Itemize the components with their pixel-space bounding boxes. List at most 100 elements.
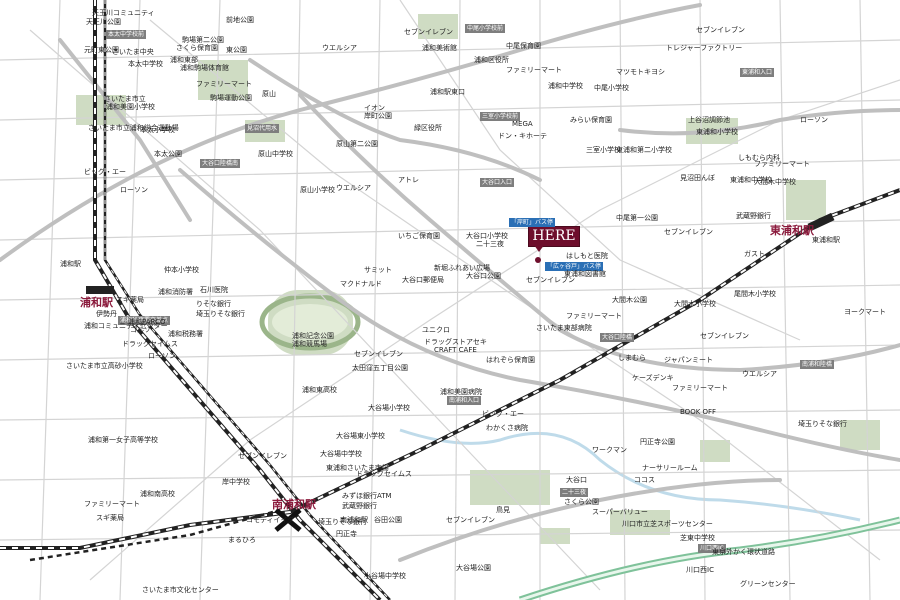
- place-label[interactable]: 浦和コミュニティセンター: [84, 322, 168, 330]
- place-label[interactable]: セブンイレブン: [354, 350, 403, 358]
- place-label[interactable]: ファミリーマート: [672, 384, 728, 392]
- place-label[interactable]: 浦和南高校: [140, 490, 175, 498]
- place-label[interactable]: 浦和PARCO: [128, 318, 166, 326]
- place-label[interactable]: 仲本小学校: [164, 266, 199, 274]
- place-label[interactable]: ドラッグセイムス: [356, 470, 412, 478]
- place-label[interactable]: ヨークマート: [844, 308, 886, 316]
- place-label[interactable]: はしもと医院: [566, 252, 608, 260]
- place-label[interactable]: 駒場運動公園: [210, 94, 252, 102]
- place-label[interactable]: 尾間木小学校: [734, 290, 776, 298]
- place-label[interactable]: セブンイレブン: [700, 332, 749, 340]
- place-label[interactable]: 浦和区役所: [474, 56, 509, 64]
- place-label[interactable]: セブンイレブン: [664, 228, 713, 236]
- place-label[interactable]: 東浦和さいたま市場: [326, 464, 389, 472]
- place-label[interactable]: さいたま中央: [112, 48, 154, 56]
- place-label[interactable]: BOOK OFF: [680, 408, 717, 416]
- place-label[interactable]: 原山: [262, 90, 276, 98]
- place-label[interactable]: 浦和東部: [170, 56, 198, 64]
- place-label[interactable]: わかくさ病院: [486, 424, 528, 432]
- place-label[interactable]: ドラッグセイムス: [122, 340, 178, 348]
- place-label[interactable]: 緑区役所: [414, 124, 442, 132]
- place-label[interactable]: ファミリーマート: [566, 312, 622, 320]
- place-label[interactable]: 大間木中学校: [754, 178, 796, 186]
- place-label[interactable]: ウエルシア: [336, 184, 371, 192]
- place-label[interactable]: セブンイレブン: [446, 516, 495, 524]
- place-label[interactable]: さいたま市立: [104, 95, 146, 103]
- place-label[interactable]: ナーサリールーム: [642, 464, 698, 472]
- place-label[interactable]: ビッグ・エー: [84, 168, 126, 176]
- place-label[interactable]: 埼玉りそな銀行: [196, 310, 245, 318]
- place-label[interactable]: 原山中学校: [258, 150, 293, 158]
- place-label[interactable]: 東浦和駅: [812, 236, 840, 244]
- place-label[interactable]: 本太中学校: [128, 60, 163, 68]
- place-label[interactable]: 元町東公園: [84, 46, 119, 54]
- place-label[interactable]: 石川医院: [200, 286, 228, 294]
- place-label[interactable]: 原山小学校: [300, 186, 335, 194]
- place-label[interactable]: イオン: [364, 104, 385, 112]
- place-label[interactable]: 円正寺公園: [640, 438, 675, 446]
- place-label[interactable]: 岸町公園: [364, 112, 392, 120]
- station-label-urawa[interactable]: 浦和駅: [80, 296, 113, 309]
- place-label[interactable]: さいたま市立浦和総合運動場: [88, 124, 179, 132]
- place-label[interactable]: セブンイレブン: [696, 26, 745, 34]
- place-label[interactable]: ビッグ・エー: [482, 410, 524, 418]
- place-label[interactable]: 大谷場公園: [456, 564, 491, 572]
- place-label[interactable]: ジャパンミート: [664, 356, 713, 364]
- place-label[interactable]: 東京外かく環状道路: [712, 548, 775, 556]
- place-label[interactable]: さくら保育園: [176, 44, 218, 52]
- place-label[interactable]: しもむら内科: [738, 154, 780, 162]
- bus-stop-label[interactable]: 「岸町」バス停: [509, 218, 556, 227]
- place-label[interactable]: ファミリーマート: [754, 160, 810, 168]
- place-label[interactable]: 大間木小学校: [674, 300, 716, 308]
- place-label[interactable]: 浦和第一女子高等学校: [88, 436, 158, 444]
- place-label[interactable]: ドン・キホーテ: [498, 132, 547, 140]
- place-label[interactable]: さくら公園: [564, 498, 599, 506]
- place-label[interactable]: 本太公園: [154, 150, 182, 158]
- place-label[interactable]: コモディイイダ: [246, 516, 295, 524]
- place-label[interactable]: 駒場第二公園: [182, 36, 224, 44]
- place-label[interactable]: 大谷場小学校: [368, 404, 410, 412]
- place-label[interactable]: ウエルシア: [322, 44, 357, 52]
- place-label[interactable]: スギ薬局: [96, 514, 124, 522]
- place-label[interactable]: みらい保育園: [570, 116, 612, 124]
- place-label[interactable]: 浦和美園小学校: [106, 103, 155, 111]
- place-label[interactable]: CRAFT CAFE: [434, 346, 477, 354]
- place-label[interactable]: ファミリーマート: [506, 66, 562, 74]
- place-label[interactable]: 二十三夜: [476, 240, 504, 248]
- place-label[interactable]: 大谷場中学校: [320, 450, 362, 458]
- place-label[interactable]: 東浦和小学校: [696, 128, 738, 136]
- place-label[interactable]: 原山第二公園: [336, 140, 378, 148]
- place-label[interactable]: 中尾保育園: [506, 42, 541, 50]
- place-label[interactable]: ケーズデンキ: [632, 374, 674, 382]
- place-label[interactable]: 本太小学校: [140, 126, 175, 134]
- place-label[interactable]: 谷田公園: [374, 516, 402, 524]
- place-label[interactable]: 前地公園: [226, 16, 254, 24]
- place-label[interactable]: ローソン: [800, 116, 828, 124]
- place-label[interactable]: ココス: [634, 476, 655, 484]
- place-label[interactable]: セブンイレブン: [526, 276, 575, 284]
- place-label[interactable]: しまむら: [618, 354, 646, 362]
- place-label[interactable]: 浦和駒場体育館: [180, 64, 229, 72]
- place-label[interactable]: 浦和競馬場: [292, 340, 327, 348]
- place-label[interactable]: 東浦和図書館: [564, 270, 606, 278]
- place-label[interactable]: はれぞら保育園: [486, 356, 535, 364]
- place-label[interactable]: 大間木公園: [612, 296, 647, 304]
- place-label[interactable]: マツモトキヨシ: [616, 68, 665, 76]
- place-label[interactable]: 小谷場中学校: [364, 572, 406, 580]
- place-label[interactable]: 天王川公園: [86, 18, 121, 26]
- place-label[interactable]: 武蔵野銀行: [736, 212, 771, 220]
- place-label[interactable]: 浦和中学校: [548, 82, 583, 90]
- place-label[interactable]: さいたま市立高砂小学校: [66, 362, 143, 370]
- place-label[interactable]: MEGA: [512, 120, 533, 128]
- place-label[interactable]: 埼玉りそな銀行: [798, 420, 847, 428]
- here-marker[interactable]: HERE: [528, 226, 580, 247]
- place-label[interactable]: 大谷口: [566, 476, 587, 484]
- place-label[interactable]: さいたま東部病院: [536, 324, 592, 332]
- place-label[interactable]: 東浦和第二小学校: [616, 146, 672, 154]
- place-label[interactable]: 浦和記念公園: [292, 332, 334, 340]
- place-label[interactable]: 伊勢丹: [96, 310, 117, 318]
- place-label[interactable]: スーパーバリュー: [592, 508, 648, 516]
- station-label-higashi-urawa[interactable]: 東浦和駅: [770, 224, 814, 237]
- place-label[interactable]: ファミリーマート: [84, 500, 140, 508]
